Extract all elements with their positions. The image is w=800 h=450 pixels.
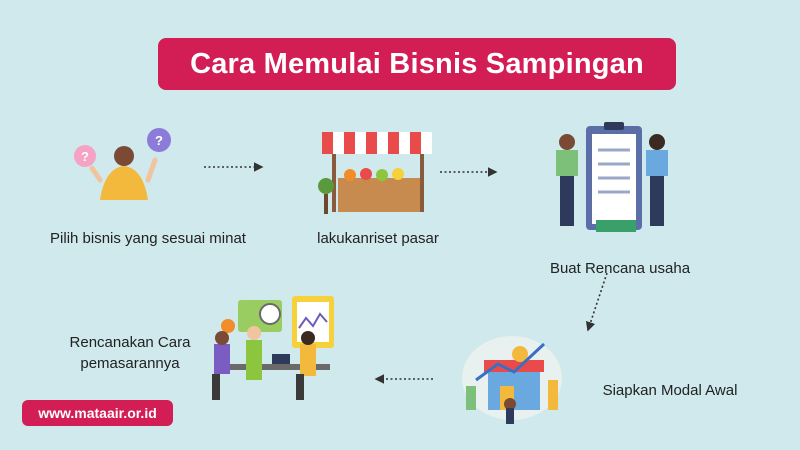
website-badge[interactable]: www.mataair.or.id	[22, 400, 173, 426]
capital-growth-icon	[462, 336, 562, 424]
person-choosing-icon: ? ?	[74, 128, 171, 200]
page-title: Cara Memulai Bisnis Sampingan	[158, 38, 676, 90]
step-label-business-plan: Buat Rencana usaha	[549, 260, 691, 277]
marketing-team-icon	[212, 296, 334, 400]
business-plan-icon	[556, 122, 668, 232]
step-label-starting-capital: Siapkan Modal Awal	[602, 382, 738, 399]
svg-text:?: ?	[155, 133, 163, 148]
step-label-market-research: lakukanriset pasar	[317, 230, 439, 247]
step-label-marketing-plan: Rencanakan Cara pemasarannya	[69, 334, 191, 372]
market-stall-icon	[318, 132, 432, 214]
step-label-choose-business: Pilih bisnis yang sesuai minat	[50, 230, 246, 247]
flow-arrow-3	[585, 272, 608, 332]
svg-text:?: ?	[81, 149, 89, 164]
